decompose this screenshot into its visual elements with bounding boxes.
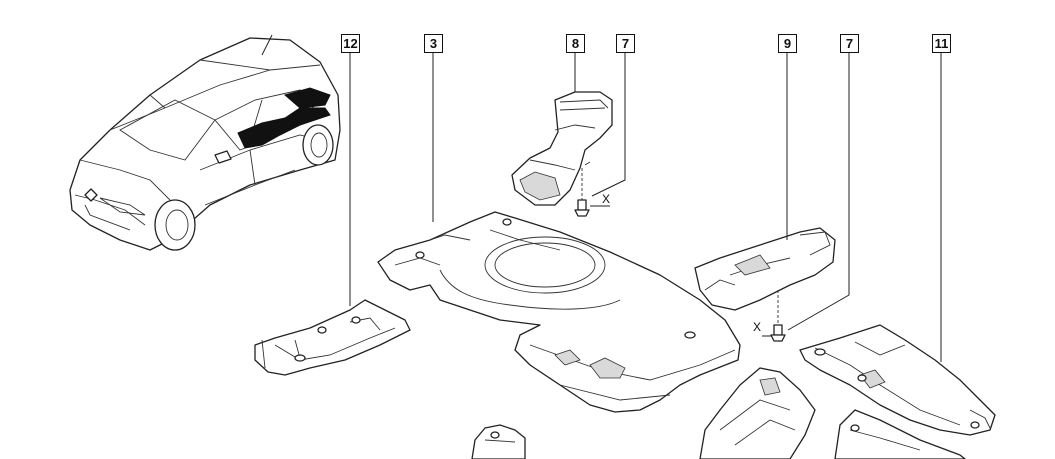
fastener-7-upper <box>574 168 590 217</box>
car-illustration <box>69 34 341 251</box>
partial-bracket-left <box>471 424 526 459</box>
callout-12: 12 <box>341 34 360 53</box>
fastener-7-lower <box>770 290 786 342</box>
callout-9: 9 <box>778 34 797 53</box>
axis-marker-x-lower: X <box>753 320 762 334</box>
callout-7-upper: 7 <box>616 34 635 53</box>
partial-frame-center <box>699 367 816 459</box>
callout-11: 11 <box>932 34 951 53</box>
callout-3: 3 <box>424 34 443 53</box>
leader-7-upper <box>591 52 626 197</box>
leader-7-lower <box>787 52 850 331</box>
part-12-shield <box>254 299 411 376</box>
part-11-shield <box>799 324 996 436</box>
part-8-duct <box>511 91 613 206</box>
part-3-undertray <box>377 211 741 413</box>
part-9-duct <box>694 227 836 311</box>
axis-marker-x-upper: X <box>602 192 611 206</box>
partial-frame-right <box>834 409 966 459</box>
callout-7-lower: 7 <box>840 34 859 53</box>
callout-8: 8 <box>566 34 585 53</box>
